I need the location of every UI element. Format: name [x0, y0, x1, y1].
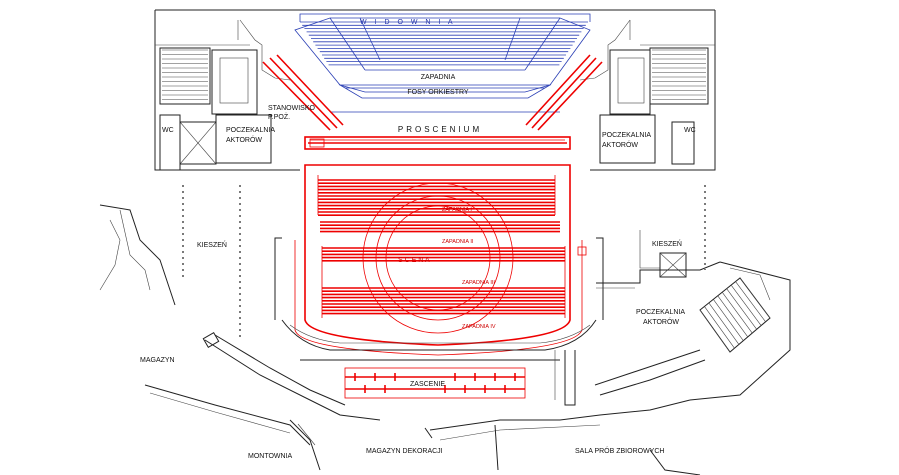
stair-tread	[713, 299, 744, 341]
room-labels: W I D O W N I A ZAPADNIA FOSY ORKIESTRY …	[140, 19, 696, 460]
stair-tread	[721, 292, 753, 334]
label-sala-prob: SALA PRÓB ZBIOROWYCH	[575, 446, 664, 455]
aisle-line	[504, 17, 521, 61]
label-ppoz: P.POŻ.	[268, 112, 290, 121]
label-zapadnia-2: ZAPADNIA II	[442, 239, 474, 245]
stair-tread	[717, 295, 749, 338]
label-magazyn-dekoracji: MAGAZYN DEKORACJI	[366, 448, 443, 455]
label-aktorow-left: AKTORÓW	[226, 135, 262, 144]
label-aktorow-right: AKTORÓW	[602, 140, 638, 149]
label-aktorow-lower: AKTORÓW	[643, 317, 679, 326]
stair-tread	[699, 309, 731, 353]
label-poczekalnia-left: POCZEKALNIA	[226, 127, 275, 134]
aisle-line	[524, 17, 561, 71]
lower-right-walls	[424, 349, 706, 475]
label-zapadnia-fosy: ZAPADNIA	[421, 74, 456, 81]
outer-walls	[154, 9, 716, 171]
stair-tread	[735, 281, 766, 322]
side-pockets	[182, 185, 721, 340]
rear-stage	[300, 350, 576, 406]
label-stanowisko: STANOWISKO	[268, 105, 315, 112]
aisle-line	[329, 17, 366, 71]
label-wc-left: WC	[162, 127, 174, 134]
proscenium-apron	[262, 54, 603, 150]
label-widownia: W I D O W N I A	[360, 19, 456, 26]
right-lower-stairs	[689, 261, 791, 401]
audience-seating	[294, 13, 591, 113]
stage-side-walls	[274, 237, 604, 351]
label-fosy-orkiestry: FOSY ORKIESTRY	[407, 89, 469, 96]
stair-tread	[704, 306, 735, 349]
stair-tread	[726, 288, 757, 330]
label-kieszen-right: KIESZEŃ	[652, 239, 682, 248]
label-poczekalnia-right: POCZEKALNIA	[602, 132, 651, 139]
main-stage	[294, 164, 587, 356]
stair-tread	[730, 284, 762, 326]
stair-tread	[708, 302, 740, 345]
right-stair-core	[579, 19, 709, 165]
label-proscenium: PROSCENIUM	[398, 125, 482, 134]
aisle-line	[359, 17, 381, 61]
left-wing-walls	[99, 204, 381, 471]
label-wc-right: WC	[684, 127, 696, 134]
label-montownia: MONTOWNIA	[248, 453, 293, 460]
label-kieszen-left: KIESZEŃ	[197, 240, 227, 249]
stair-tread	[739, 277, 771, 319]
label-zapadnia-4: ZAPADNIA IV	[462, 324, 496, 330]
label-zapadnia-3: ZAPADNIA III	[462, 280, 495, 286]
left-stair-core	[159, 19, 291, 171]
label-magazyn: MAGAZYN	[140, 357, 175, 364]
label-scena: S C E N A	[398, 257, 430, 264]
label-zascenie: ZASCENIE	[410, 381, 445, 388]
label-poczekalnia-lower: POCZEKALNIA	[636, 309, 685, 316]
label-zapadnia-1: ZAPADNIA I	[442, 207, 472, 213]
